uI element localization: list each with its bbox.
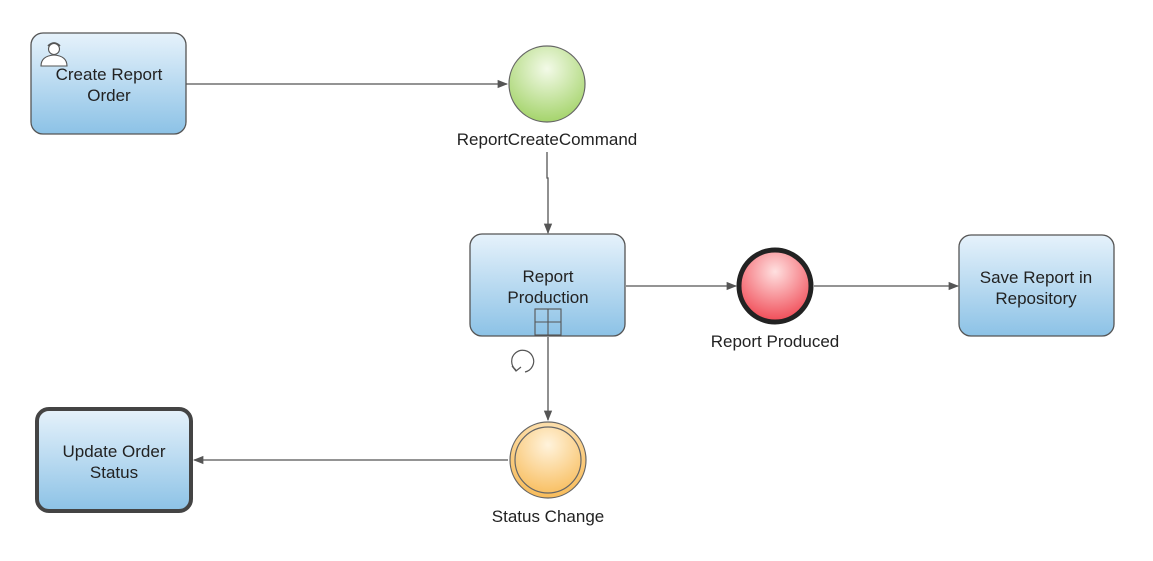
task-label-line2: Order (87, 86, 131, 105)
event-label-status-change: Status Change (492, 507, 604, 526)
task-label-line1: Report (522, 267, 573, 286)
task-label-line2: Repository (995, 289, 1077, 308)
event-status-change[interactable] (509, 421, 587, 499)
event-label-report-create-command: ReportCreateCommand (457, 130, 637, 149)
task-update-order-status[interactable]: Update Order Status (35, 407, 193, 513)
event-report-produced[interactable] (736, 247, 814, 325)
task-report-production[interactable]: Report Production (469, 233, 626, 337)
task-create-report-order[interactable]: Create Report Order (30, 32, 187, 135)
subprocess-grid-icon (534, 308, 562, 336)
task-label-line1: Create Report (56, 65, 163, 84)
flow-command-to-production[interactable] (543, 152, 553, 235)
task-save-report[interactable]: Save Report in Repository (958, 234, 1115, 337)
event-label-report-produced: Report Produced (711, 332, 840, 351)
task-label-line1: Update Order (63, 442, 166, 461)
loop-icon (511, 349, 535, 373)
task-label-line2: Production (507, 288, 588, 307)
event-report-create-command[interactable] (508, 45, 586, 123)
task-label-line2: Status (90, 463, 138, 482)
connectors (186, 79, 960, 465)
user-icon (40, 42, 68, 67)
task-label-line1: Save Report in (980, 268, 1092, 287)
